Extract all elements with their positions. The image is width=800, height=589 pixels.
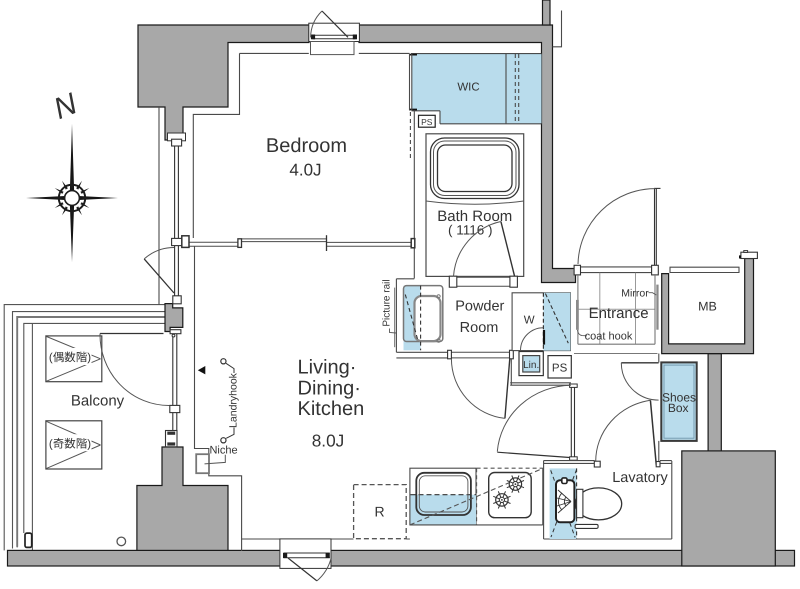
svg-text:Living·: Living· [298, 357, 357, 379]
svg-text:MB: MB [698, 299, 717, 313]
svg-text:Mirror: Mirror [621, 288, 649, 300]
svg-text:PS: PS [421, 117, 433, 127]
svg-text:Shoes: Shoes [662, 391, 696, 405]
svg-text:( 1116 ): ( 1116 ) [448, 223, 493, 238]
svg-text:Box: Box [668, 401, 689, 415]
svg-text:Lavatory: Lavatory [612, 470, 668, 486]
svg-text:Landryhook: Landryhook [228, 372, 240, 428]
svg-text:R: R [374, 504, 384, 520]
svg-text:Room: Room [460, 320, 499, 336]
svg-text:WIC: WIC [457, 82, 479, 94]
svg-text:): ) [87, 352, 91, 364]
svg-text:Balcony: Balcony [71, 393, 125, 410]
svg-text:Picture rail: Picture rail [382, 279, 393, 326]
svg-text:Niche: Niche [209, 445, 237, 457]
svg-text:Dining·: Dining· [298, 378, 361, 400]
svg-text:8.0J: 8.0J [312, 431, 345, 451]
svg-text:): ) [87, 439, 91, 451]
svg-text:coat hook: coat hook [585, 331, 633, 343]
svg-text:Bedroom: Bedroom [266, 135, 347, 157]
svg-text:W: W [524, 315, 535, 327]
svg-text:Bath Room: Bath Room [437, 208, 512, 225]
svg-text:4.0J: 4.0J [289, 161, 321, 180]
svg-text:(: ( [49, 439, 53, 451]
svg-text:Entrance: Entrance [589, 305, 649, 322]
svg-text:PS: PS [552, 362, 568, 374]
svg-text:Lin.: Lin. [523, 360, 539, 371]
svg-text:(: ( [49, 352, 53, 364]
svg-text:Powder: Powder [455, 298, 504, 314]
svg-text:Kitchen: Kitchen [298, 398, 365, 420]
svg-text:N: N [49, 87, 82, 126]
